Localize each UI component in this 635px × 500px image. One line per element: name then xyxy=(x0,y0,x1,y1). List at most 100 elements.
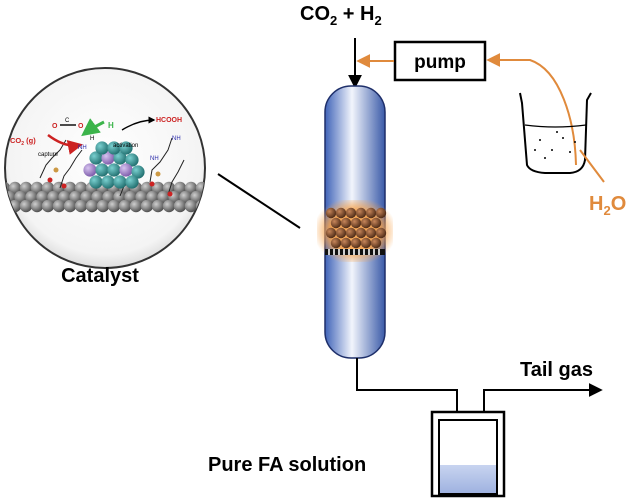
support-sphere xyxy=(184,199,198,213)
support-sphere xyxy=(129,199,143,213)
catalyst-label: Catalyst xyxy=(61,265,139,287)
c-atom-label: C xyxy=(65,118,70,124)
support-sphere xyxy=(69,190,82,204)
support-sphere xyxy=(107,199,121,213)
catalyst-inset: CO2 (g) capture activation HCOOH H H NH … xyxy=(4,67,224,269)
cluster-atom xyxy=(113,151,127,165)
support-sphere xyxy=(173,199,187,213)
support-sphere xyxy=(19,181,33,195)
amine-label-2: NH xyxy=(172,136,181,142)
cluster-atom xyxy=(113,175,127,189)
support-sphere xyxy=(14,190,27,204)
support-sphere xyxy=(140,199,154,213)
support-sphere xyxy=(184,181,198,195)
bed-particle xyxy=(355,207,367,219)
support-sphere xyxy=(85,199,99,213)
support-sphere xyxy=(30,199,44,213)
cluster-atom xyxy=(107,141,121,155)
support-sphere xyxy=(52,199,66,213)
support-sphere xyxy=(151,181,165,195)
support-sphere xyxy=(8,181,22,195)
bed-particle xyxy=(370,217,382,229)
support-sphere xyxy=(146,190,159,204)
support-sphere xyxy=(207,200,219,212)
cluster-atom xyxy=(101,175,115,189)
support-sphere xyxy=(162,199,176,213)
cluster-atom xyxy=(83,163,97,177)
support-sphere xyxy=(58,190,71,204)
bed-particle xyxy=(335,207,347,219)
o-atom-label-2: O xyxy=(78,123,84,130)
o-atom-label-1: O xyxy=(52,123,58,130)
cluster-atom xyxy=(125,175,139,189)
catalyst-bed xyxy=(317,200,393,262)
support-sphere xyxy=(80,190,93,204)
amine-label-3: NH xyxy=(150,156,159,162)
tail-gas-label: Tail gas xyxy=(520,359,593,381)
support-sphere xyxy=(207,182,219,194)
water-label: H2O xyxy=(589,193,626,218)
solution-label: Pure FA solution xyxy=(208,454,366,476)
water-label-leader xyxy=(579,149,605,183)
bed-particle xyxy=(350,237,362,249)
support-sphere xyxy=(91,190,104,204)
support-sphere xyxy=(25,190,38,204)
h-atom-label-2: H xyxy=(90,136,94,142)
support-sphere xyxy=(162,181,176,195)
support-sphere xyxy=(74,181,88,195)
cluster-atom xyxy=(95,163,109,177)
cluster-atom xyxy=(89,175,103,189)
support-sphere xyxy=(5,199,11,213)
inset-connector xyxy=(217,173,301,229)
feed-label: CO2 + H2 xyxy=(300,3,382,28)
bed-particle xyxy=(340,217,352,229)
bed-particle xyxy=(340,237,352,249)
capture-arrow xyxy=(47,134,83,155)
support-sphere xyxy=(118,199,132,213)
support-sphere xyxy=(173,181,187,195)
bed-particle xyxy=(375,207,387,219)
bed-particle xyxy=(360,237,372,249)
product-arrow xyxy=(121,116,156,131)
support-sphere xyxy=(190,190,203,204)
cluster-atom xyxy=(131,165,145,179)
support-sphere xyxy=(47,190,60,204)
support-sphere xyxy=(41,181,55,195)
support-sphere xyxy=(157,190,170,204)
support-sphere xyxy=(151,199,165,213)
amine-label-1: NH xyxy=(78,145,87,151)
co2-gas-label: CO2 (g) xyxy=(10,136,36,147)
h-atom-label-1: H xyxy=(108,121,114,130)
bed-particle xyxy=(345,207,357,219)
bed-particle xyxy=(350,217,362,229)
bed-particle xyxy=(375,227,387,239)
cluster-atom xyxy=(107,163,121,177)
support-sphere xyxy=(36,190,49,204)
support-sphere xyxy=(63,199,77,213)
bed-particle xyxy=(355,227,367,239)
pump-box xyxy=(393,40,487,82)
cluster-atom xyxy=(95,141,109,155)
bed-particle xyxy=(365,227,377,239)
support-sphere xyxy=(201,190,205,204)
support-sphere xyxy=(179,190,192,204)
support-sphere xyxy=(19,199,33,213)
cluster-atom xyxy=(101,151,115,165)
bed-particle xyxy=(325,227,337,239)
support-sphere xyxy=(212,191,224,203)
cluster-atom xyxy=(89,151,103,165)
activation-arrow xyxy=(81,118,105,137)
bed-particle xyxy=(325,207,337,219)
cluster-atom xyxy=(119,141,133,155)
bed-particle xyxy=(330,237,342,249)
support-sphere xyxy=(113,190,126,204)
collection-vessel xyxy=(430,410,506,498)
bed-particle xyxy=(365,207,377,219)
support-sphere xyxy=(124,190,137,204)
water-beaker xyxy=(519,92,592,174)
support-sphere xyxy=(41,199,55,213)
capture-label: capture xyxy=(38,152,59,158)
support-sphere xyxy=(30,181,44,195)
support-sphere xyxy=(135,190,148,204)
